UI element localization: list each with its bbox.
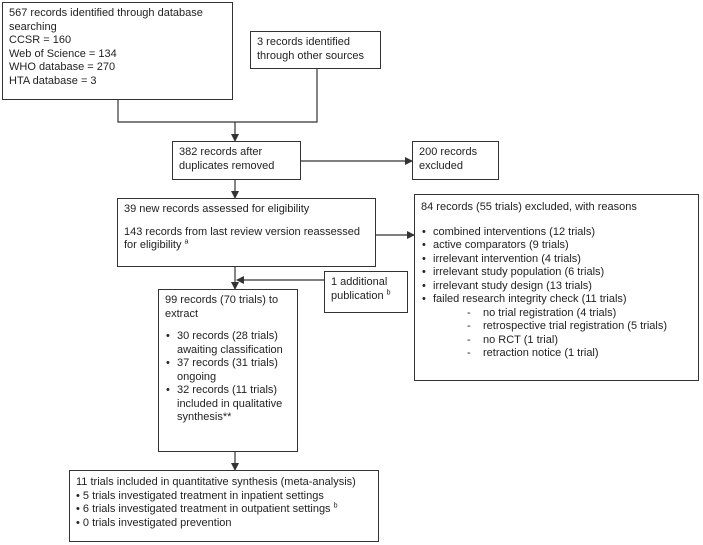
extract-item: 37 records (31 trials) ongoing: [165, 357, 291, 384]
integrity-subreason: retraction notice (1 trial): [467, 347, 692, 361]
after-duplicates-text: 382 records after duplicates removed: [179, 146, 275, 172]
quantitative-box: 11 trials included in quantitative synth…: [69, 470, 379, 542]
exclusion-reason: failed research integrity check (11 tria…: [421, 293, 692, 307]
eligibility-new-text: 39 new records assessed for eligibility: [124, 203, 310, 215]
exclusion-reason: combined interventions (12 trials): [421, 226, 692, 240]
quantitative-heading: 11 trials included in quantitative synth…: [76, 476, 356, 488]
identified-db-line: 567 records identified through database …: [9, 7, 203, 33]
connector-db-to-merge: [117, 100, 235, 123]
eligibility-box: 39 new records assessed for eligibility …: [117, 198, 376, 267]
identified-database-box: 567 records identified through database …: [2, 2, 233, 100]
integrity-subreason: no trial registration (4 trials): [467, 307, 692, 321]
exclusion-reason: irrelevant intervention (4 trials): [421, 253, 692, 267]
identified-db-line: WHO database = 270: [9, 61, 116, 73]
extract-item: 32 records (11 trials) included in quali…: [165, 384, 291, 425]
after-duplicates-box: 382 records after duplicates removed: [172, 141, 301, 180]
excluded-200-text: 200 records excluded: [419, 146, 478, 172]
extract-heading: 99 records (70 trials) to extract: [165, 294, 279, 320]
additional-publication-text: 1 additional publication: [331, 276, 388, 302]
additional-publication-box: 1 additional publication b: [324, 271, 408, 313]
identified-db-line: HTA database = 3: [9, 74, 97, 87]
exclusion-reason: irrelevant study design (13 trials): [421, 280, 692, 294]
connector-other-to-merge: [235, 68, 318, 123]
footnote-marker: b: [386, 288, 391, 296]
quantitative-item: 5 trials investigated treatment in inpat…: [82, 489, 324, 502]
exclusion-reason: irrelevant study population (6 trials): [421, 266, 692, 280]
footnote-marker: a: [184, 238, 189, 246]
extract-item: 30 records (28 trials) awaiting classifi…: [165, 330, 291, 357]
footnote-marker: b: [333, 502, 338, 510]
quantitative-item: 6 trials investigated treatment in outpa…: [82, 503, 331, 515]
exclusion-reason: active comparators (9 trials): [421, 239, 692, 253]
quantitative-item: 0 trials investigated prevention: [82, 516, 232, 529]
integrity-subreason: no RCT (1 trial): [467, 334, 692, 348]
extract-box: 99 records (70 trials) to extract 30 rec…: [158, 289, 298, 452]
integrity-subreason: retrospective trial registration (5 tria…: [467, 320, 692, 334]
identified-db-line: Web of Science = 134: [9, 47, 117, 60]
excluded-200-box: 200 records excluded: [412, 141, 499, 180]
excluded-84-box: 84 records (55 trials) excluded, with re…: [414, 194, 699, 381]
excluded-84-heading: 84 records (55 trials) excluded, with re…: [421, 201, 637, 213]
eligibility-reassessed-text: 143 records from last review version rea…: [124, 225, 360, 252]
identified-other-box: 3 records identified through other sourc…: [250, 31, 381, 69]
identified-other-text: 3 records identified through other sourc…: [257, 36, 365, 62]
identified-db-line: CCSR = 160: [9, 34, 72, 46]
